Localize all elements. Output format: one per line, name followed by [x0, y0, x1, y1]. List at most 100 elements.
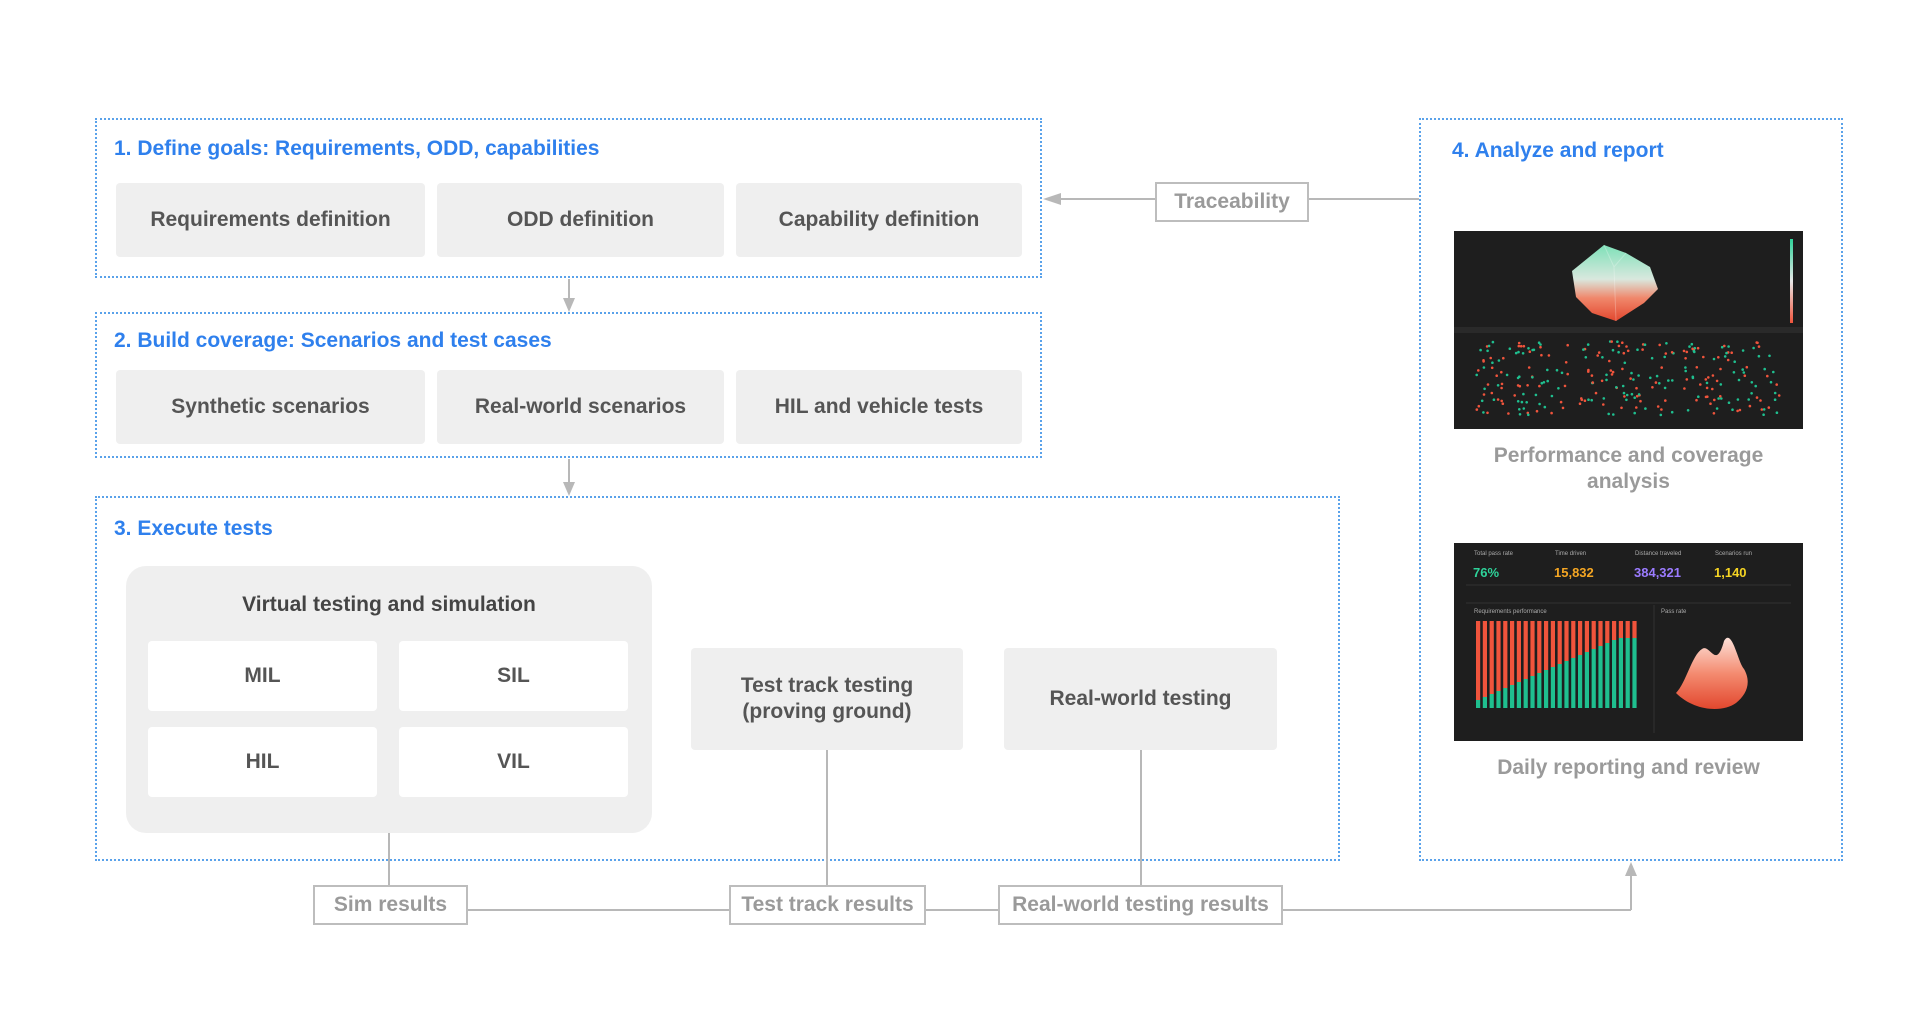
scatter-dot: [1477, 369, 1480, 372]
daily-reporting-thumbnail[interactable]: Total pass rate 76% Time driven 15,832 D…: [1454, 543, 1803, 741]
vil-card[interactable]: VIL: [399, 727, 628, 797]
scatter-dot: [1557, 387, 1560, 390]
scatter-dot: [1621, 384, 1625, 388]
scatter-dot: [1601, 356, 1604, 359]
scatter-dot: [1670, 351, 1674, 354]
panel-requirements-performance-label: Requirements performance: [1474, 609, 1547, 615]
scatter-dot: [1658, 343, 1661, 347]
scatter-dot: [1626, 349, 1630, 353]
scatter-dot: [1517, 344, 1521, 348]
scatter-dot: [1757, 354, 1761, 358]
bar-failed: [1618, 621, 1623, 638]
bar-passed: [1632, 638, 1637, 708]
bar-failed: [1557, 621, 1562, 664]
scatter-dot: [1518, 413, 1522, 416]
hil-vehicle-tests-card[interactable]: HIL and vehicle tests: [736, 370, 1022, 444]
real-world-results-label: Real-world testing results: [998, 885, 1283, 925]
scatter-dot: [1736, 409, 1739, 413]
bar-passed: [1503, 688, 1508, 708]
scatter-dot: [1625, 393, 1629, 397]
scatter-dot: [1623, 395, 1626, 398]
scatter-dot: [1711, 387, 1714, 391]
scatter-dot: [1610, 373, 1614, 376]
scatter-dot: [1516, 400, 1520, 403]
requirements-definition-card[interactable]: Requirements definition: [116, 183, 425, 257]
scatter-dot: [1715, 379, 1719, 383]
performance-analysis-thumbnail[interactable]: [1454, 231, 1803, 429]
bar-failed: [1571, 621, 1576, 658]
scatter-dot: [1519, 344, 1523, 348]
kpi-distance-value: 384,321: [1634, 565, 1681, 580]
scatter-dot: [1586, 343, 1590, 346]
sil-card[interactable]: SIL: [399, 641, 628, 711]
synthetic-scenarios-card[interactable]: Synthetic scenarios: [116, 370, 425, 444]
kpi-distance-label: Distance traveled: [1635, 551, 1682, 557]
odd-definition-card[interactable]: ODD definition: [437, 183, 724, 257]
scatter-dot: [1762, 413, 1765, 416]
scatter-dot: [1487, 344, 1491, 348]
real-world-testing-card[interactable]: Real-world testing: [1004, 648, 1277, 750]
scatter-dot: [1596, 354, 1599, 357]
scatter-dot: [1667, 379, 1670, 382]
virtual-testing-title: Virtual testing and simulation: [242, 593, 536, 616]
scatter-dot: [1486, 383, 1490, 386]
bar-failed: [1496, 621, 1501, 691]
scatter-dot: [1727, 401, 1731, 404]
scatter-dot: [1699, 383, 1702, 386]
bar-failed: [1605, 621, 1610, 643]
scatter-dot: [1759, 399, 1762, 402]
scatter-dot: [1695, 366, 1699, 369]
scatter-dot: [1611, 370, 1615, 374]
bar-passed: [1584, 652, 1589, 708]
scatter-dot: [1505, 373, 1509, 377]
scatter-dot: [1773, 391, 1777, 395]
scatter-dot: [1587, 368, 1590, 372]
bar-passed: [1612, 640, 1617, 708]
scatter-dot: [1720, 345, 1724, 349]
scatter-dot: [1539, 343, 1542, 346]
scatter-dot: [1635, 394, 1639, 398]
scatter-dot: [1641, 348, 1644, 351]
scatter-dot: [1630, 392, 1634, 396]
capability-definition-card[interactable]: Capability definition: [736, 183, 1022, 257]
real-world-scenarios-card[interactable]: Real-world scenarios: [437, 370, 724, 444]
hil-card[interactable]: HIL: [148, 727, 377, 797]
bar-passed: [1591, 649, 1596, 708]
scatter-dot: [1670, 410, 1674, 414]
scatter-dot: [1747, 398, 1750, 401]
scatter-dot: [1766, 374, 1769, 378]
scatter-dot: [1695, 398, 1698, 402]
bar-failed: [1489, 621, 1494, 694]
mil-card[interactable]: MIL: [148, 641, 377, 711]
scatter-dot: [1520, 400, 1524, 404]
scatter-dot: [1622, 391, 1626, 395]
scatter-dot: [1597, 351, 1601, 354]
scatter-dot: [1525, 401, 1528, 404]
scatter-dot: [1663, 386, 1667, 390]
scatter-dot: [1685, 350, 1689, 354]
kpi-total-pass-rate-value: 76%: [1473, 565, 1500, 580]
bar-passed: [1605, 643, 1610, 708]
scatter-dot: [1563, 384, 1567, 388]
scatter-dot: [1617, 350, 1620, 354]
scatter-dot: [1750, 381, 1754, 384]
scatter-dot: [1743, 374, 1747, 377]
scatter-dot: [1637, 393, 1641, 396]
scatter-dot: [1602, 403, 1605, 406]
scatter-dot: [1591, 381, 1594, 384]
test-track-testing-card[interactable]: Test track testing (proving ground): [691, 648, 963, 750]
scatter-dot: [1704, 378, 1708, 381]
bar-failed: [1564, 621, 1569, 661]
bar-failed: [1612, 621, 1617, 640]
daily-reporting-caption: Daily reporting and review: [1497, 756, 1760, 779]
kpi-scenarios-label: Scenarios run: [1715, 551, 1753, 557]
scatter-dot: [1546, 368, 1549, 372]
scatter-dot: [1514, 351, 1518, 355]
scatter-dot: [1719, 367, 1722, 371]
scatter-dot: [1500, 370, 1503, 374]
scatter-dot: [1590, 398, 1593, 402]
scatter-dot: [1500, 399, 1503, 403]
kpi-time-driven-value: 15,832: [1554, 565, 1594, 580]
scatter-dot: [1745, 365, 1749, 369]
bar-failed: [1584, 621, 1589, 652]
